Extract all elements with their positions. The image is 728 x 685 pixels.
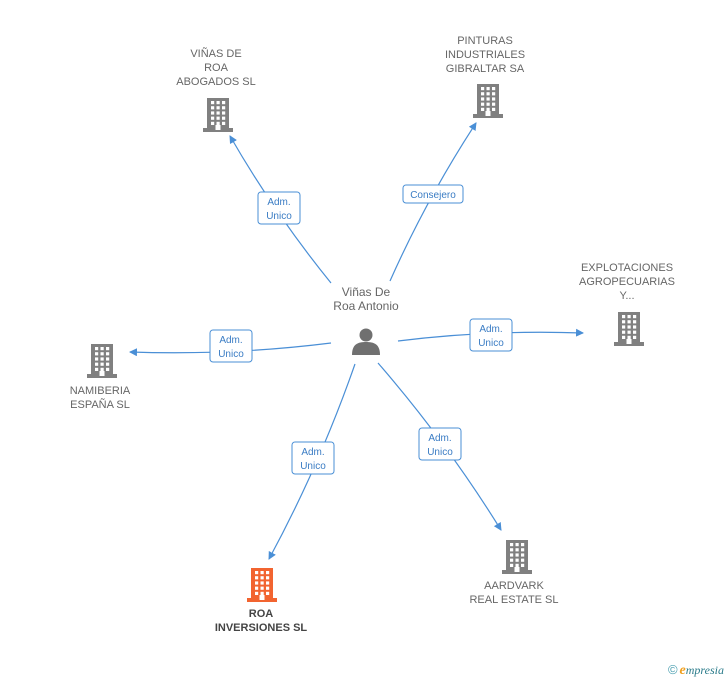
company-label-aardvark-line: REAL ESTATE SL [469,594,558,606]
company-label-explotaciones-line: EXPLOTACIONES [581,262,673,274]
relation-label-aardvark-line: Adm. [428,433,451,444]
company-label-explotaciones: EXPLOTACIONES AGROPECUARIAS Y... [579,262,675,302]
building-icon-aardvark[interactable] [502,540,532,574]
relation-label-namiberia-line: Adm. [219,335,242,346]
brand-initial: e [679,663,686,678]
relation-label-vinas-line: Unico [266,211,292,222]
relation-label-namiberia-line: Unico [218,349,244,360]
building-icon-vinas[interactable] [203,98,233,132]
building-icon-pinturas[interactable] [473,84,503,118]
company-label-aardvark-line: AARDVARK [484,580,544,592]
relation-label-aardvark: Adm. Unico [427,433,453,458]
relation-label-explotaciones: Adm. Unico [478,324,504,349]
relation-tag-namiberia[interactable]: Adm. Unico [209,329,253,363]
relation-label-namiberia: Adm. Unico [218,335,244,360]
relation-label-roa: Adm. Unico [300,447,326,472]
relation-tag-explotaciones[interactable]: Adm. Unico [469,318,513,352]
company-label-vinas: VIÑAS DE ROA ABOGADOS SL [176,47,255,88]
relation-label-roa-line: Adm. [301,447,324,458]
brand-name: mpresia [685,663,724,677]
relation-tag-vinas[interactable]: Adm. Unico [257,191,301,225]
company-label-pinturas: PINTURAS INDUSTRIALES GIBRALTAR SA [445,35,525,75]
relation-label-pinturas: Consejero [410,190,456,201]
relation-tag-roa[interactable]: Adm. Unico [291,441,335,475]
company-label-pinturas-line: PINTURAS [457,35,513,47]
relation-tag-pinturas[interactable]: Consejero [402,184,464,204]
company-label-namiberia-line: NAMIBERIA [70,385,131,397]
person-icon[interactable] [352,328,380,356]
relation-tag-aardvark[interactable]: Adm. Unico [418,427,462,461]
company-label-vinas-line: VIÑAS DE [190,47,241,60]
building-icon-namiberia[interactable] [87,344,117,378]
relation-label-vinas-line: Adm. [267,197,290,208]
company-label-aardvark: AARDVARK REAL ESTATE SL [469,580,558,606]
relation-label-vinas: Adm. Unico [266,197,292,222]
center-person-label-line: Roa Antonio [333,299,399,313]
relation-label-pinturas-line: Consejero [410,190,456,201]
relation-label-explotaciones-line: Unico [478,338,504,349]
company-label-vinas-line: ROA [204,62,229,74]
company-label-roa: ROA INVERSIONES SL [215,608,308,634]
company-label-vinas-line: ABOGADOS SL [176,76,255,88]
company-label-explotaciones-line: AGROPECUARIAS [579,276,675,288]
company-label-pinturas-line: GIBRALTAR SA [446,63,525,75]
company-label-roa-line: ROA [249,608,274,620]
building-icon-roa[interactable] [247,568,277,602]
company-label-explotaciones-line: Y... [619,290,634,302]
relation-label-explotaciones-line: Adm. [479,324,502,335]
company-label-roa-line: INVERSIONES SL [215,622,308,634]
company-label-pinturas-line: INDUSTRIALES [445,49,525,61]
relation-label-roa-line: Unico [300,461,326,472]
footer-brand: ©empresia [668,662,724,679]
copyright-symbol: © [667,662,678,677]
relation-label-aardvark-line: Unico [427,447,453,458]
company-label-namiberia-line: ESPAÑA SL [70,398,130,411]
building-icon-explotaciones[interactable] [614,312,644,346]
center-person-label-line: Viñas De [342,285,391,299]
